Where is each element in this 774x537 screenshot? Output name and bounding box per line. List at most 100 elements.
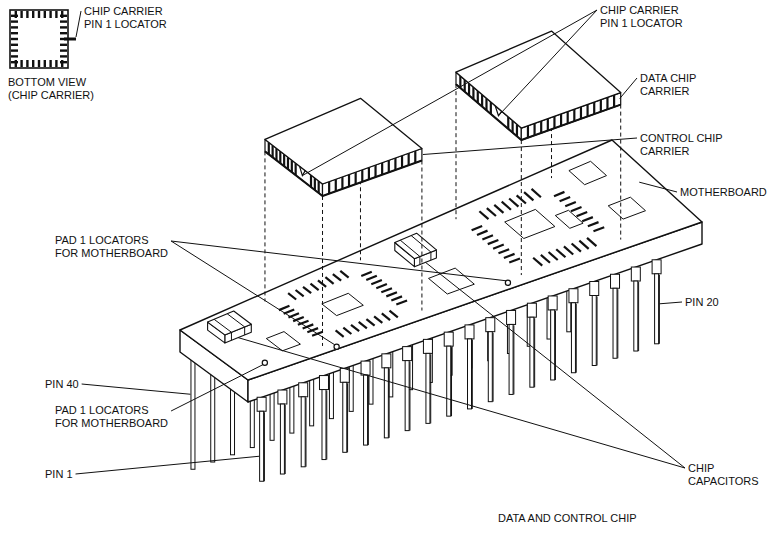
castellation: [600, 100, 602, 112]
castellation: [567, 112, 569, 124]
pin-label: PIN 40: [45, 378, 105, 391]
pad: [389, 311, 397, 318]
pin-edge: [326, 391, 327, 460]
carrier-pad: [60, 32, 67, 34]
pad: [374, 316, 382, 323]
pad: [564, 246, 573, 254]
leader-line: [498, 10, 597, 116]
leader-line: [660, 302, 682, 304]
pad: [477, 231, 488, 235]
pin-shoulder: [652, 260, 661, 274]
pad1-locator: [505, 280, 510, 285]
pin-label: PIN 1: [45, 468, 95, 481]
callout-label: CHIP CARRIER PIN 1 LOCATOR: [600, 4, 692, 30]
pad: [533, 258, 542, 266]
pad: [279, 306, 290, 310]
pin-leg: [301, 397, 305, 467]
pin-edge: [430, 354, 431, 423]
pad: [554, 192, 565, 196]
carrier-pad: [11, 15, 18, 17]
carrier-pad: [32, 11, 34, 18]
view-label: BOTTOM VIEW (CHIP CARRIER): [8, 76, 104, 102]
pad: [376, 284, 387, 288]
pad: [371, 280, 382, 284]
leader-line: [639, 182, 677, 192]
label-box: CONTROL CHIP CARRIER: [640, 132, 732, 158]
pad: [571, 207, 582, 211]
pin-leg: [571, 303, 575, 373]
carrier-pad: [20, 11, 22, 18]
carrier-pad: [38, 11, 40, 18]
carrier-pad: [20, 60, 22, 67]
carrier-pad: [55, 11, 57, 18]
carrier-pad: [11, 55, 18, 57]
castellation: [388, 160, 390, 172]
castellation: [540, 121, 542, 133]
board-marking: [555, 210, 583, 228]
pad: [579, 241, 588, 249]
label-box: PIN 1: [45, 468, 95, 481]
capacitor-terminal-line: [400, 240, 420, 264]
carrier-outline: [10, 10, 68, 68]
pad: [333, 274, 341, 281]
pad: [509, 259, 520, 263]
pad: [391, 296, 402, 300]
capacitor-terminal-line: [411, 236, 431, 261]
pin-edge: [576, 304, 577, 373]
pin-shoulder: [319, 376, 328, 390]
castellation: [374, 165, 376, 177]
pin1-locator-mark: [64, 38, 76, 41]
pad: [340, 271, 348, 278]
pin-label: PIN 20: [685, 296, 745, 309]
label-box: CHIP CAPACITORS: [688, 462, 770, 488]
pin-shoulder: [361, 361, 370, 375]
pad: [366, 319, 374, 326]
pin-shoulder: [444, 332, 453, 346]
carrier-pad: [49, 60, 51, 67]
leader-line: [171, 241, 506, 281]
pin-edge: [472, 340, 473, 409]
carrier-pad: [38, 60, 40, 67]
board-marking: [569, 161, 607, 184]
label-box: PAD 1 LOCATORS FOR MOTHERBOARD: [55, 234, 173, 260]
castellation: [394, 158, 396, 170]
pad: [361, 272, 372, 276]
pin-shoulder: [590, 282, 599, 296]
board-marking: [608, 197, 645, 219]
pad: [588, 222, 599, 226]
pad: [556, 249, 565, 257]
castellation: [560, 114, 562, 126]
pin-shoulder: [257, 397, 266, 411]
pin-edge: [513, 325, 514, 394]
chip-capacitor: [395, 233, 437, 267]
pad: [343, 328, 351, 334]
caption-box: DATA AND CONTROL CHIP: [498, 512, 637, 525]
pin-edge: [493, 333, 494, 402]
pad: [386, 292, 397, 296]
front-pins: [257, 260, 661, 481]
pin1-locator-notch: [495, 106, 502, 116]
carrier-top: [456, 31, 621, 128]
carrier-pad: [60, 61, 67, 63]
castellation: [547, 119, 549, 131]
part-label: DATA CHIP CARRIER: [640, 72, 716, 98]
carrier-pad: [11, 44, 18, 46]
pad: [532, 189, 541, 197]
castellation: [580, 107, 582, 119]
pad: [502, 202, 511, 210]
leader-line: [423, 138, 637, 155]
pad: [577, 212, 588, 216]
pad1-locator: [334, 344, 339, 349]
leader-line: [171, 241, 335, 345]
pad: [288, 293, 296, 299]
pin-shoulder: [423, 339, 432, 353]
pad: [479, 211, 488, 219]
pin-edge: [451, 347, 452, 416]
castellation: [553, 116, 555, 128]
pin-leg: [488, 332, 492, 402]
carrier-pad: [11, 61, 18, 63]
leader-line: [620, 78, 637, 99]
leader-line: [238, 338, 685, 468]
pin-leg: [280, 404, 284, 474]
pad: [303, 287, 311, 293]
